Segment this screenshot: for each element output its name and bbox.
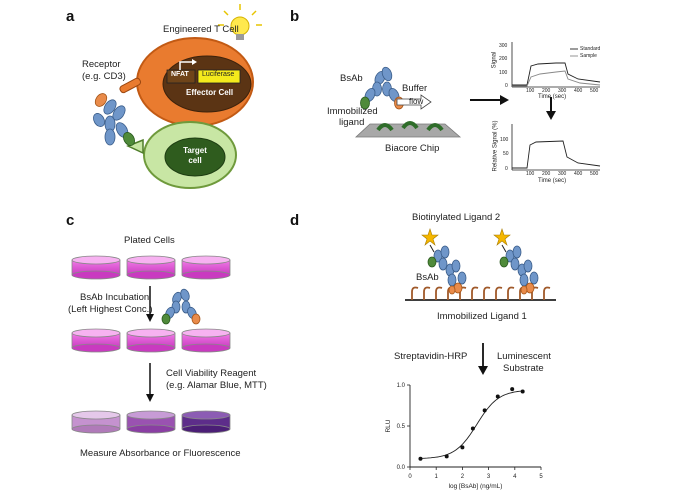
bottom-plot-ylabel: Relative Signal (%) — [492, 120, 499, 172]
top-plot-xtick-0: 100 — [526, 88, 535, 94]
substrate-label-2: Substrate — [503, 363, 544, 374]
top-plot-ytick-2: 100 — [499, 70, 508, 76]
t-cell-label: Engineered T Cell — [163, 24, 239, 35]
chart-x-tick-label: 4 — [513, 474, 517, 480]
chart-data-point — [444, 454, 449, 459]
chart-data-point — [418, 456, 423, 461]
sandwich-1 — [421, 228, 467, 295]
top-plot-xtick-1: 200 — [542, 88, 551, 94]
bottom-plot-ytick-0: 100 — [500, 137, 509, 143]
top-plot-ytick-3: 0 — [505, 83, 508, 89]
chart-x-axis-label: log [BsAb] (ng/mL) — [449, 483, 503, 490]
flow-label: flow — [409, 97, 424, 106]
dish-row-2 — [71, 328, 231, 353]
chip-label: Biacore Chip — [385, 143, 440, 154]
substrate-label-1: Luminescent — [497, 351, 551, 362]
incubation-label-2: (Left Highest Conc.) — [68, 304, 153, 315]
chart-x-tick-label: 2 — [461, 474, 465, 480]
target-label-2: cell — [188, 156, 202, 165]
top-plot-xlabel: Time (sec) — [538, 94, 567, 100]
sensorgram-bottom — [511, 124, 601, 171]
strep-label: Streptavidin-HRP — [394, 351, 468, 362]
dish-row-1 — [71, 255, 231, 280]
immobilized-ligand-1 — [411, 286, 551, 300]
chart-data-point — [482, 408, 487, 413]
chart-data-point — [510, 387, 515, 392]
chart-data-point — [520, 389, 525, 394]
t-cell-shape — [136, 37, 254, 127]
bottom-plot-ytick-1: 50 — [503, 151, 509, 157]
legend-standard: Standard — [580, 46, 601, 52]
chart-data-point — [495, 394, 500, 399]
chart-x-tick-label: 0 — [408, 474, 412, 480]
bottom-plot-xtick-4: 500 — [590, 171, 599, 177]
chart-fit-curve — [420, 390, 523, 459]
panel-d-letter: d — [290, 212, 300, 229]
dish-row-3 — [71, 410, 231, 434]
measure-label: Measure Absorbance or Fluorescence — [80, 448, 241, 459]
chart-y-axis-label: RLU — [385, 419, 392, 432]
top-plot-ytick-0: 300 — [499, 43, 508, 49]
reagent-label-1: Cell Viability Reagent — [166, 368, 257, 379]
panel-a-letter: a — [66, 8, 75, 25]
panel-c-letter: c — [66, 212, 75, 229]
ligand1-label: Immobilized Ligand 1 — [437, 311, 527, 322]
bottom-plot-xtick-3: 400 — [574, 171, 583, 177]
top-plot-xtick-2: 300 — [558, 88, 567, 94]
bottom-plot-ytick-2: 0 — [505, 166, 508, 172]
bsab-icon-b — [360, 66, 404, 110]
incubation-label-1: BsAb Incubation — [80, 292, 150, 303]
chart-x-tick-label: 1 — [435, 474, 439, 480]
receptor-example-label: (e.g. CD3) — [82, 71, 126, 82]
chart-y-tick-label: 0.0 — [397, 465, 406, 471]
luciferase-label: Luciferase — [202, 71, 235, 78]
plated-cells-label: Plated Cells — [124, 235, 175, 246]
bsab-icon-a — [93, 93, 135, 146]
ligand2-label: Biotinylated Ligand 2 — [412, 212, 501, 223]
top-plot-xtick-3: 400 — [574, 88, 583, 94]
chart-x-tick-label: 3 — [487, 474, 491, 480]
bottom-plot-xlabel: Time (sec) — [538, 178, 567, 184]
nfat-label: NFAT — [171, 71, 189, 78]
chart-y-tick-label: 1.0 — [397, 383, 406, 389]
bottom-plot-xtick-1: 200 — [542, 171, 551, 177]
bsab-icon-c — [161, 288, 201, 325]
buffer-label: Buffer — [402, 83, 428, 94]
receptor-label: Receptor — [82, 59, 121, 70]
bsab-label-d: BsAb — [416, 272, 439, 283]
immobilized-label-1: Immobilized — [327, 106, 378, 117]
biacore-chip — [354, 123, 462, 138]
chart-data-point — [460, 445, 465, 450]
sandwich-2 — [493, 228, 539, 295]
bottom-plot-xtick-0: 100 — [526, 171, 535, 177]
t-cell-nucleus — [162, 55, 252, 113]
bottom-plot-xtick-2: 300 — [558, 171, 567, 177]
top-plot-xtick-4: 500 — [590, 88, 599, 94]
legend-sample: Sample — [580, 53, 597, 59]
bsab-label-b: BsAb — [340, 73, 363, 84]
panel-b-letter: b — [290, 8, 300, 25]
top-plot-ylabel: Signal — [491, 51, 498, 69]
effector-label: Effector Cell — [186, 88, 234, 97]
chart-x-tick-label: 5 — [539, 474, 543, 480]
chart-y-tick-label: 0.5 — [397, 424, 406, 430]
chart-data-point — [470, 426, 475, 431]
immobilized-label-2: ligand — [339, 117, 365, 128]
top-plot-ytick-1: 200 — [499, 56, 508, 62]
target-label-1: Target — [183, 146, 207, 155]
target-cell-shape — [143, 121, 237, 189]
reagent-label-2: (e.g. Alamar Blue, MTT) — [166, 380, 267, 391]
